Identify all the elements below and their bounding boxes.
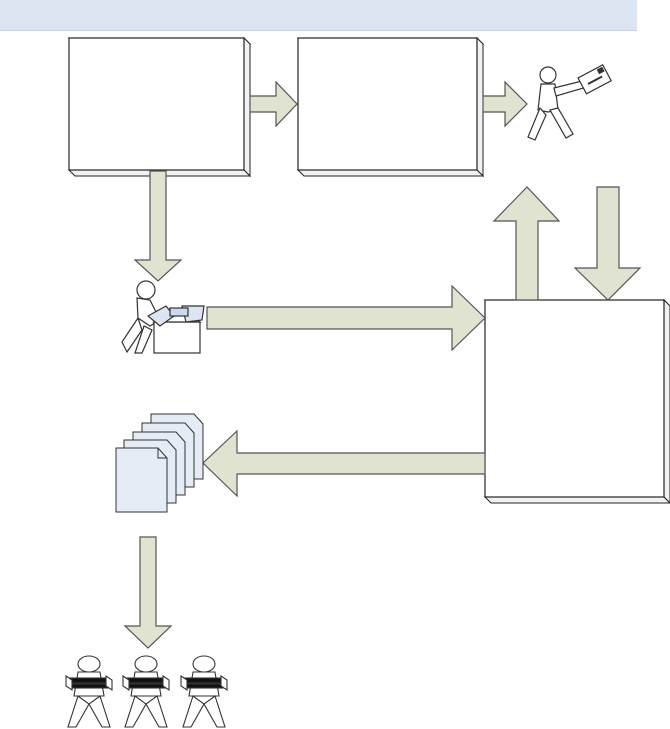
arrow-box3-to-documents	[202, 429, 486, 498]
person-carrying-books-icon-2	[122, 655, 170, 728]
arrow-box1-to-packer	[133, 170, 183, 282]
arrow-box2-to-mail-carrier	[482, 80, 528, 128]
person-packing-box-icon	[121, 280, 205, 354]
process-box-1	[67, 36, 252, 178]
header-bar	[0, 0, 637, 31]
mail-carrier-icon	[527, 64, 612, 141]
document-stack-icon	[115, 413, 204, 513]
arrow-box1-to-box2	[249, 80, 298, 128]
process-box-2	[296, 36, 485, 178]
person-carrying-books-icon-3	[180, 655, 228, 728]
arrow-box3-up	[492, 186, 561, 301]
process-box-3	[483, 298, 670, 504]
person-carrying-books-icon-1	[65, 655, 113, 728]
arrow-documents-to-people	[123, 536, 173, 649]
arrow-packer-to-box3	[206, 284, 486, 352]
arrow-down-to-box3	[573, 186, 642, 301]
